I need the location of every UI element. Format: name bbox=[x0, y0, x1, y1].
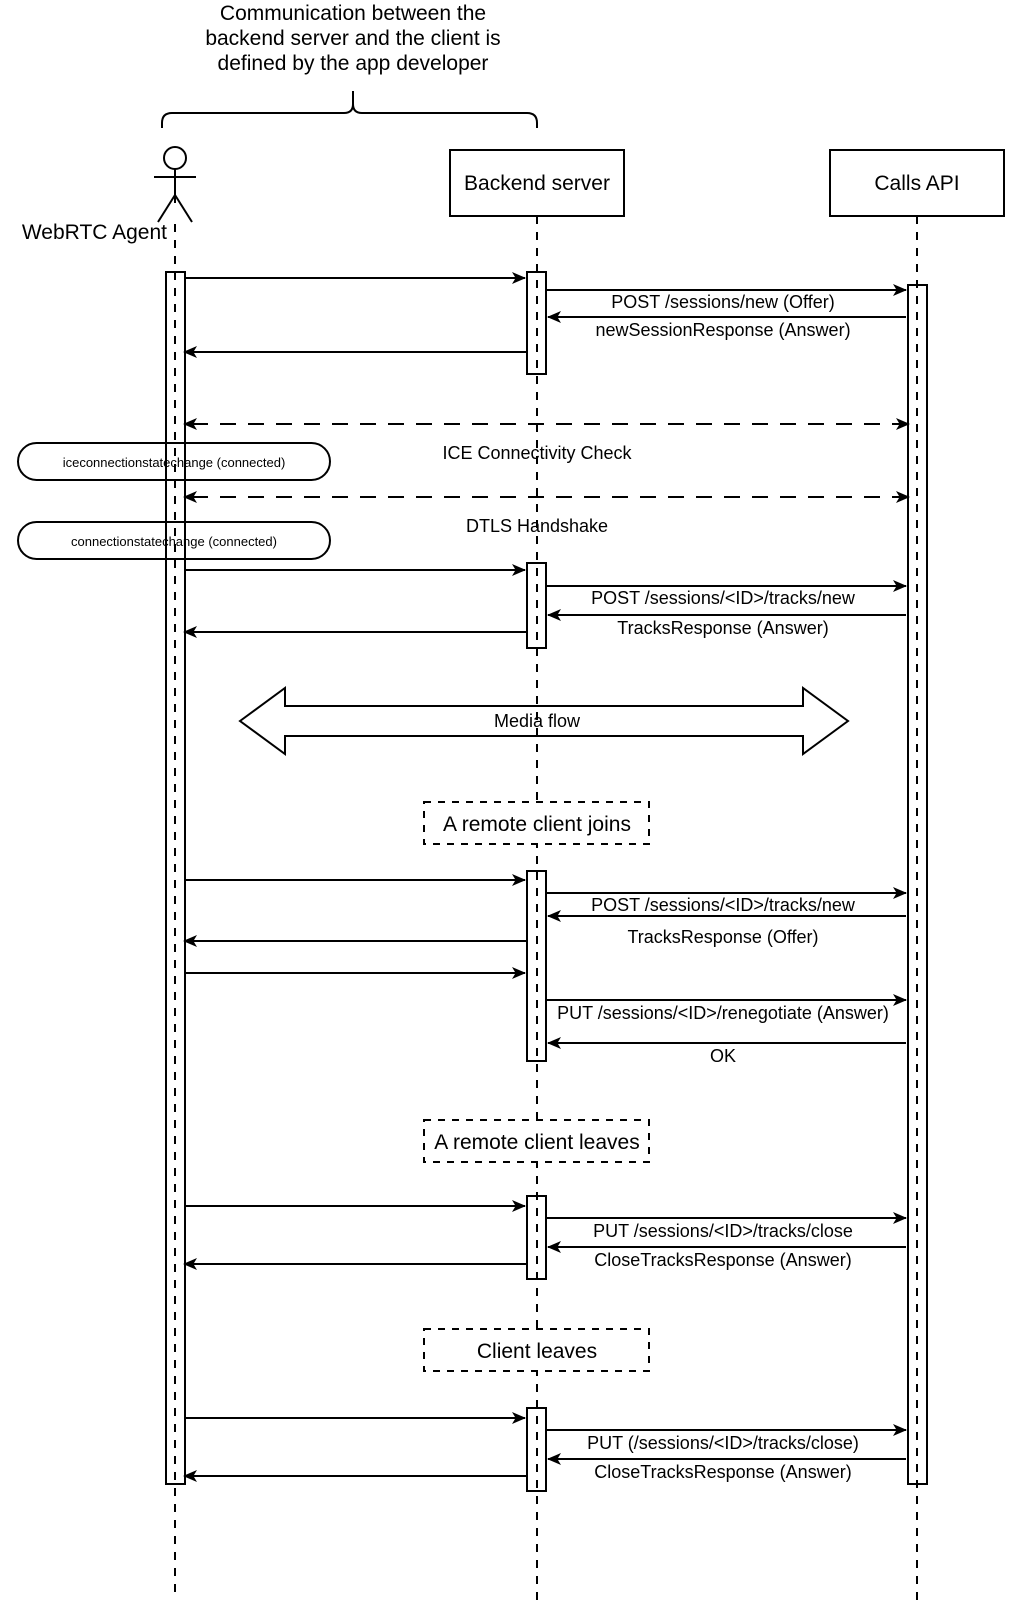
participant-label-agent: WebRTC Agent bbox=[22, 221, 167, 244]
participant-calls[interactable]: Calls API bbox=[829, 149, 1005, 217]
message-label-m24: CloseTracksResponse (Answer) bbox=[594, 1462, 851, 1482]
title-note: Communication between the backend server… bbox=[205, 2, 500, 75]
note-ice[interactable]: iceconnectionstatechange (connected) bbox=[17, 442, 331, 481]
activation-backend-3 bbox=[526, 870, 547, 1062]
fragment-remote-leave-shape bbox=[423, 1119, 650, 1163]
participant-label-backend: Backend server bbox=[464, 172, 610, 195]
participant-box-calls bbox=[829, 149, 1005, 217]
media-flow-arrow: Media flow bbox=[238, 686, 850, 756]
fragment-remote-leave[interactable]: A remote client leaves bbox=[423, 1119, 650, 1163]
note-ice-label: iceconnectionstatechange (connected) bbox=[63, 455, 286, 470]
message-label-m8: POST /sessions/<ID>/tracks/new bbox=[591, 588, 856, 608]
fragment-client-leave-shape bbox=[423, 1328, 650, 1372]
message-label-m19: PUT /sessions/<ID>/tracks/close bbox=[593, 1221, 853, 1241]
message-label-m3: newSessionResponse (Answer) bbox=[595, 320, 850, 340]
message-label-m17: OK bbox=[710, 1046, 736, 1066]
message-label-m20: CloseTracksResponse (Answer) bbox=[594, 1250, 851, 1270]
title-note-line-2: backend server and the client is bbox=[205, 27, 500, 50]
message-label-m5: ICE Connectivity Check bbox=[442, 443, 632, 463]
note-conn[interactable]: connectionstatechange (connected) bbox=[17, 521, 331, 560]
fragment-client-leave-label: Client leaves bbox=[477, 1340, 597, 1363]
message-arrowhead-m6-right bbox=[896, 491, 910, 503]
note-conn-shape bbox=[17, 521, 331, 560]
curly-brace-icon bbox=[161, 91, 538, 128]
title-note-line-3: defined by the app developer bbox=[218, 52, 489, 75]
message-label-m12: POST /sessions/<ID>/tracks/new bbox=[591, 895, 856, 915]
media-flow-label: Media flow bbox=[494, 711, 581, 731]
title-note-line-1: Communication between the bbox=[220, 2, 486, 25]
participant-label-calls: Calls API bbox=[874, 172, 959, 195]
participant-agent[interactable]: WebRTC Agent bbox=[22, 146, 196, 244]
note-conn-label: connectionstatechange (connected) bbox=[71, 534, 277, 549]
participant-box-backend bbox=[449, 149, 625, 217]
activation-bars bbox=[165, 271, 928, 1492]
actor-leg-left-icon bbox=[157, 194, 176, 223]
message-label-m9: TracksResponse (Answer) bbox=[617, 618, 828, 638]
activation-backend-1 bbox=[526, 271, 547, 375]
fragment-remote-join-label: A remote client joins bbox=[443, 813, 631, 836]
message-label-m13: TracksResponse (Offer) bbox=[627, 927, 818, 947]
activation-backend-2 bbox=[526, 562, 547, 649]
note-ice-shape bbox=[17, 442, 331, 481]
fragment-client-leave[interactable]: Client leaves bbox=[423, 1328, 650, 1372]
activation-backend-5 bbox=[526, 1407, 547, 1492]
message-arrowhead-m5-right bbox=[896, 418, 910, 430]
fragment-remote-join[interactable]: A remote client joins bbox=[423, 801, 650, 845]
message-label-m2: POST /sessions/new (Offer) bbox=[611, 292, 834, 312]
activation-backend-4 bbox=[526, 1195, 547, 1280]
fragment-remote-leave-label: A remote client leaves bbox=[434, 1131, 639, 1154]
message-label-m16: PUT /sessions/<ID>/renegotiate (Answer) bbox=[557, 1003, 889, 1023]
actor-leg-right-icon bbox=[174, 194, 193, 223]
actor-head-icon bbox=[163, 146, 187, 170]
activation-calls bbox=[907, 284, 928, 1485]
message-label-m23: PUT (/sessions/<ID>/tracks/close) bbox=[587, 1433, 859, 1453]
message-label-m6: DTLS Handshake bbox=[466, 516, 608, 536]
fragment-remote-join-shape bbox=[423, 801, 650, 845]
participant-backend[interactable]: Backend server bbox=[449, 149, 625, 217]
activation-agent bbox=[165, 271, 186, 1485]
messages: POST /sessions/new (Offer) newSessionRes… bbox=[183, 272, 910, 1482]
